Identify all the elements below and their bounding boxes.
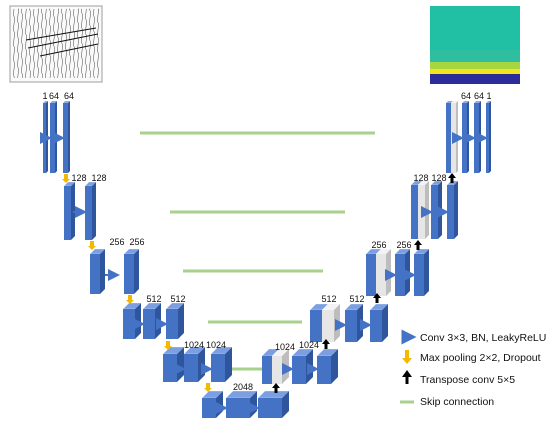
enc4-block-3	[165, 302, 185, 339]
enc5-label-1: 1024	[184, 340, 204, 350]
enc3-block-1	[89, 248, 106, 294]
dec2-label-1: 512	[321, 294, 336, 304]
enc3-label-2: 256	[129, 237, 144, 247]
dec3-label-1: 256	[371, 240, 386, 250]
enc5-label-2: 1024	[206, 340, 226, 350]
pool-arrow-2	[88, 241, 96, 250]
dec5-label-3: 1	[486, 91, 491, 101]
bottleneck-block-1	[201, 390, 224, 418]
output-band-4	[430, 69, 520, 74]
enc1-label-3: 64	[64, 91, 74, 101]
output-band-2	[430, 50, 520, 62]
dec5-label-2: 64	[474, 91, 484, 101]
dec5-block-grey	[450, 100, 459, 173]
dec4-block-grey	[417, 180, 430, 239]
transpose-arrow-4	[414, 240, 422, 250]
bottleneck-block-2	[225, 390, 258, 418]
pool-arrow-1	[62, 174, 70, 183]
dec1-block-3	[316, 348, 339, 384]
dec2-label-2: 512	[349, 294, 364, 304]
dec4-label-1: 128	[413, 173, 428, 183]
enc4-block-2	[142, 302, 162, 339]
transpose-arrow-1	[272, 383, 280, 393]
enc1-label-2: 64	[49, 91, 59, 101]
skip-connections	[140, 131, 375, 371]
enc5-block-1	[162, 346, 185, 382]
bottleneck-label: 2048	[233, 382, 253, 392]
legend-conv: Conv 3×3, BN, LeakyReLU	[401, 329, 546, 345]
transpose-arrow-2	[322, 339, 330, 349]
transpose-arrow-3	[373, 293, 381, 303]
dec4-block-2	[430, 180, 443, 239]
bottleneck-block-3	[257, 390, 290, 418]
legend-conv-label: Conv 3×3, BN, LeakyReLU	[420, 332, 546, 344]
enc3-label-1: 256	[109, 237, 124, 247]
dec1-label-1: 1024	[275, 342, 295, 352]
enc4-block-1	[122, 302, 142, 339]
pool-arrow-3	[126, 295, 134, 304]
transpose-arrow-5	[448, 173, 456, 183]
legend-pool: Max pooling 2×2, Dropout	[402, 350, 541, 364]
legend-skip-label: Skip connection	[420, 396, 494, 408]
legend: Conv 3×3, BN, LeakyReLU Max pooling 2×2,…	[400, 329, 546, 408]
dec1-block-grey	[271, 348, 290, 384]
legend-pool-label: Max pooling 2×2, Dropout	[420, 352, 541, 364]
enc5-block-3	[210, 346, 233, 382]
enc2-block-2	[84, 181, 97, 240]
legend-transpose-label: Transpose conv 5×5	[420, 374, 515, 386]
output-band-3	[430, 62, 520, 69]
enc1-label-1: 1	[42, 91, 47, 101]
dec3-block-grey	[375, 248, 392, 296]
legend-skip: Skip connection	[400, 396, 494, 408]
pool-arrow-5	[204, 383, 212, 392]
input-seismic-image	[9, 5, 103, 83]
enc1-block-3	[62, 100, 71, 173]
enc4-label-1: 512	[146, 294, 161, 304]
output-band-5	[430, 74, 520, 84]
enc2-label-2: 128	[91, 173, 106, 183]
enc5-block-2	[183, 346, 206, 382]
dec5-label-1: 64	[461, 91, 471, 101]
dec5-block-3	[473, 100, 482, 173]
enc3-block-2	[123, 248, 140, 294]
dec3-block-3	[413, 248, 430, 296]
output-velocity-model	[430, 6, 520, 84]
enc2-label-1: 128	[71, 173, 86, 183]
legend-transpose: Transpose conv 5×5	[402, 370, 515, 386]
dec5-block-2	[461, 100, 470, 173]
output-band-1	[430, 6, 520, 50]
dec2-block-2	[344, 303, 364, 342]
pool-arrow-4	[164, 341, 172, 350]
channel-labels: 1 64 64 128 128 256 256 512 512 1024 102…	[42, 91, 491, 392]
dec3-label-2: 256	[396, 240, 411, 250]
dec2-block-3	[369, 303, 389, 342]
dec1-block-2	[291, 348, 314, 384]
dec4-block-3	[446, 180, 459, 239]
dec3-block-2	[394, 248, 411, 296]
dec2-block-grey	[321, 303, 341, 342]
dec1-label-2: 1024	[299, 340, 319, 350]
dec4-label-2: 128	[431, 173, 446, 183]
dec5-block-4	[485, 100, 492, 173]
enc4-label-2: 512	[170, 294, 185, 304]
